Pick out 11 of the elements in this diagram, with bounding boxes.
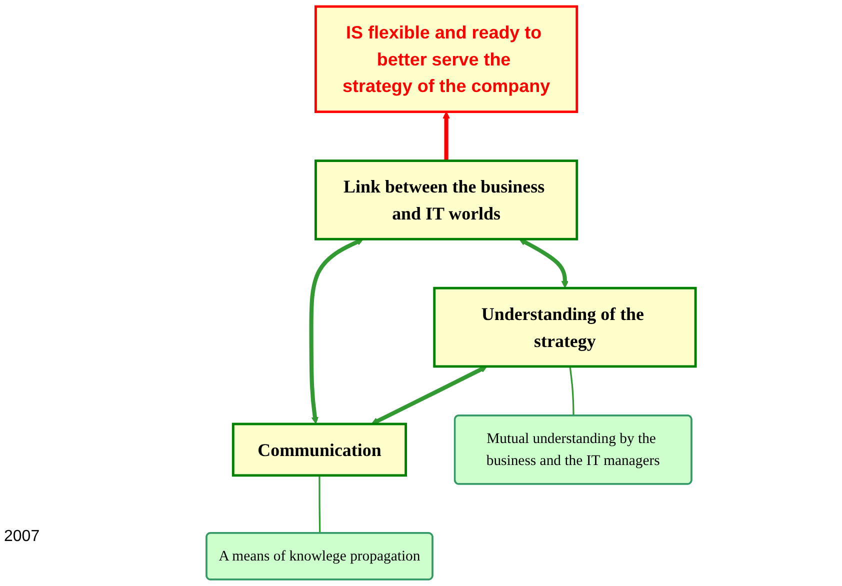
node-box: Communication [232,422,408,477]
node-box: Understanding of the strategy [433,286,697,368]
arrow [371,366,488,424]
arrow [309,238,364,424]
node-box: Link between the business and IT worlds [314,160,578,240]
arrow [519,238,569,288]
node-box: IS flexible and ready to better serve the strategy of the company [314,5,578,114]
connector [318,475,321,534]
connector [569,366,574,416]
arrow [442,111,450,161]
date-label: 2007 [4,528,40,546]
